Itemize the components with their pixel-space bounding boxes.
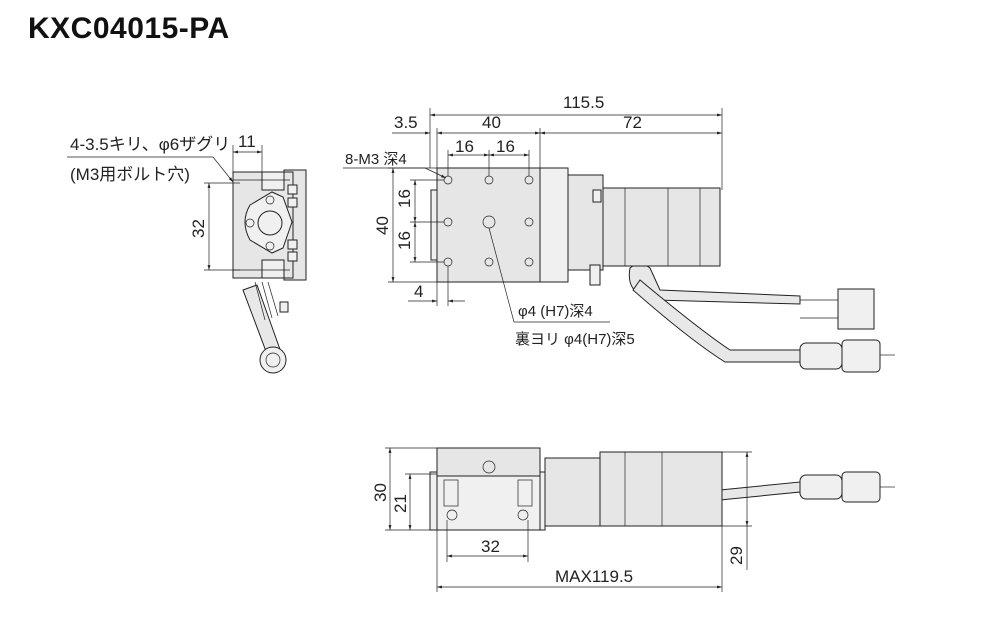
side-view: 4-3.5キリ、φ6ザグリ (M3用ボルト穴) 11 32 <box>67 132 307 374</box>
dim-total-length: 115.5 <box>563 93 604 112</box>
dim-front-pitch: 32 <box>481 537 500 556</box>
model-title: KXC04015-PA <box>28 12 230 45</box>
top-view: 115.5 3.5 40 72 16 16 8-M3 深4 40 16 16 <box>343 93 895 373</box>
front-view: 30 21 32 MAX119.5 29 <box>371 447 895 592</box>
dim-table-width: 40 <box>482 113 501 132</box>
dim-side-width: 11 <box>238 132 256 151</box>
dim-pitch-y2: 16 <box>395 231 414 250</box>
dim-edge: 4 <box>414 282 423 301</box>
tap-note: 8-M3 深4 <box>345 151 407 168</box>
dim-table-height: 40 <box>373 216 392 235</box>
dim-motor-length: 72 <box>623 113 642 132</box>
dim-pitch-y1: 16 <box>395 189 414 208</box>
dim-max-length: MAX119.5 <box>555 567 633 586</box>
dim-height: 30 <box>371 483 390 502</box>
dim-offset: 3.5 <box>394 113 418 132</box>
pin-note-2: 裏ヨリ φ4(H7)深5 <box>515 330 635 348</box>
hole-note: 4-3.5キリ、φ6ザグリ <box>70 135 230 154</box>
dim-base-height: 21 <box>391 494 410 513</box>
dim-pitch-x1: 16 <box>455 137 474 156</box>
pin-note-1: φ4 (H7)深4 <box>518 303 593 320</box>
dim-motor-height: 29 <box>727 546 746 565</box>
hole-note-sub: (M3用ボルト穴) <box>70 165 190 184</box>
dim-pitch-x2: 16 <box>496 137 515 156</box>
dim-side-pitch: 32 <box>189 219 208 238</box>
